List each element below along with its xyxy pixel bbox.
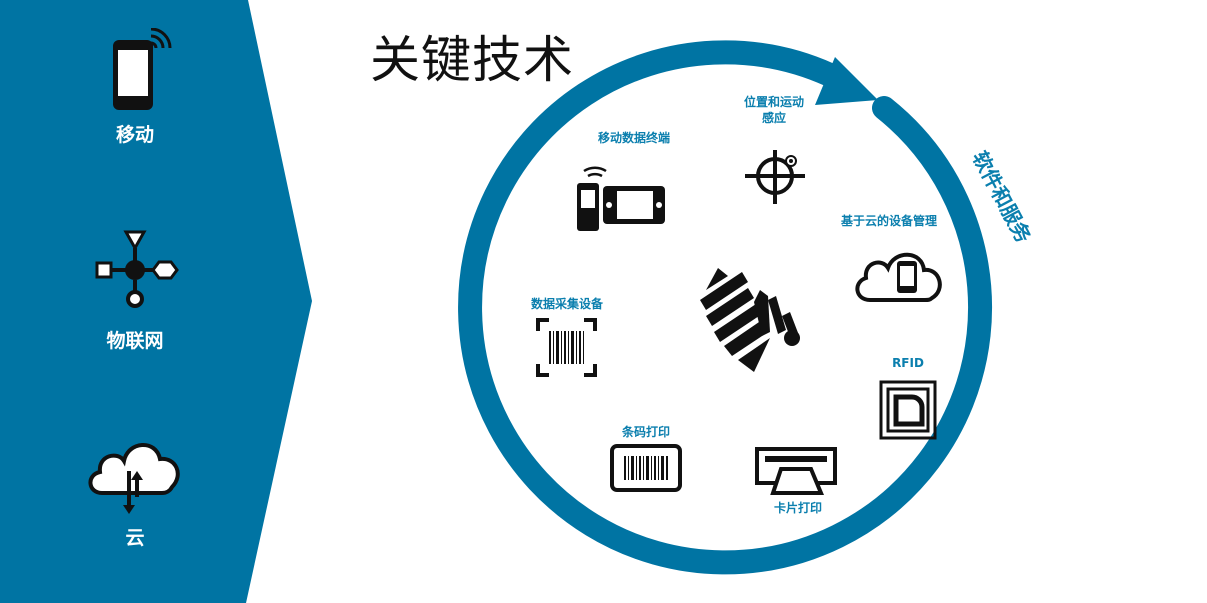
tech-label-rfid: RFID	[892, 356, 924, 370]
tech-label-mobile-computer: 移动数据终端	[598, 130, 670, 145]
sidebar-panel	[0, 0, 312, 603]
crosshair-icon	[745, 150, 805, 204]
mobile-computer-icon	[577, 166, 665, 231]
sidebar-item-label: 物联网	[106, 330, 164, 352]
mobile-phone-icon	[113, 28, 172, 110]
barcode-label-icon	[610, 444, 682, 492]
sidebar-item-mobile: 移动	[55, 28, 215, 158]
tech-label-card-printing: 卡片打印	[774, 500, 822, 515]
barcode-scan-icon	[536, 318, 597, 377]
tech-label-location-line1: 位置和运动	[744, 94, 804, 109]
tech-label-data-capture: 数据采集设备	[531, 296, 604, 311]
cloud-device-icon	[855, 252, 942, 302]
sidebar-item-label: 云	[125, 527, 145, 549]
tech-label-barcode-printing: 条码打印	[621, 424, 670, 439]
rfid-tag-icon	[879, 380, 937, 440]
iot-network-icon	[95, 230, 179, 308]
cloud-upload-icon	[88, 443, 180, 514]
zebra-logo-icon	[700, 268, 800, 372]
tech-label-location-line2: 感应	[762, 110, 786, 125]
sidebar-item-label: 移动	[115, 124, 154, 146]
page-title: 关键技术	[370, 31, 574, 89]
ring-arrowhead	[815, 57, 878, 105]
tech-label-cloud-management: 基于云的设备管理	[840, 213, 937, 228]
card-printer-icon	[755, 447, 837, 495]
sidebar-item-iot: 物联网	[55, 228, 215, 358]
sidebar-item-cloud: 云	[55, 435, 215, 555]
ring-arc	[458, 40, 993, 575]
